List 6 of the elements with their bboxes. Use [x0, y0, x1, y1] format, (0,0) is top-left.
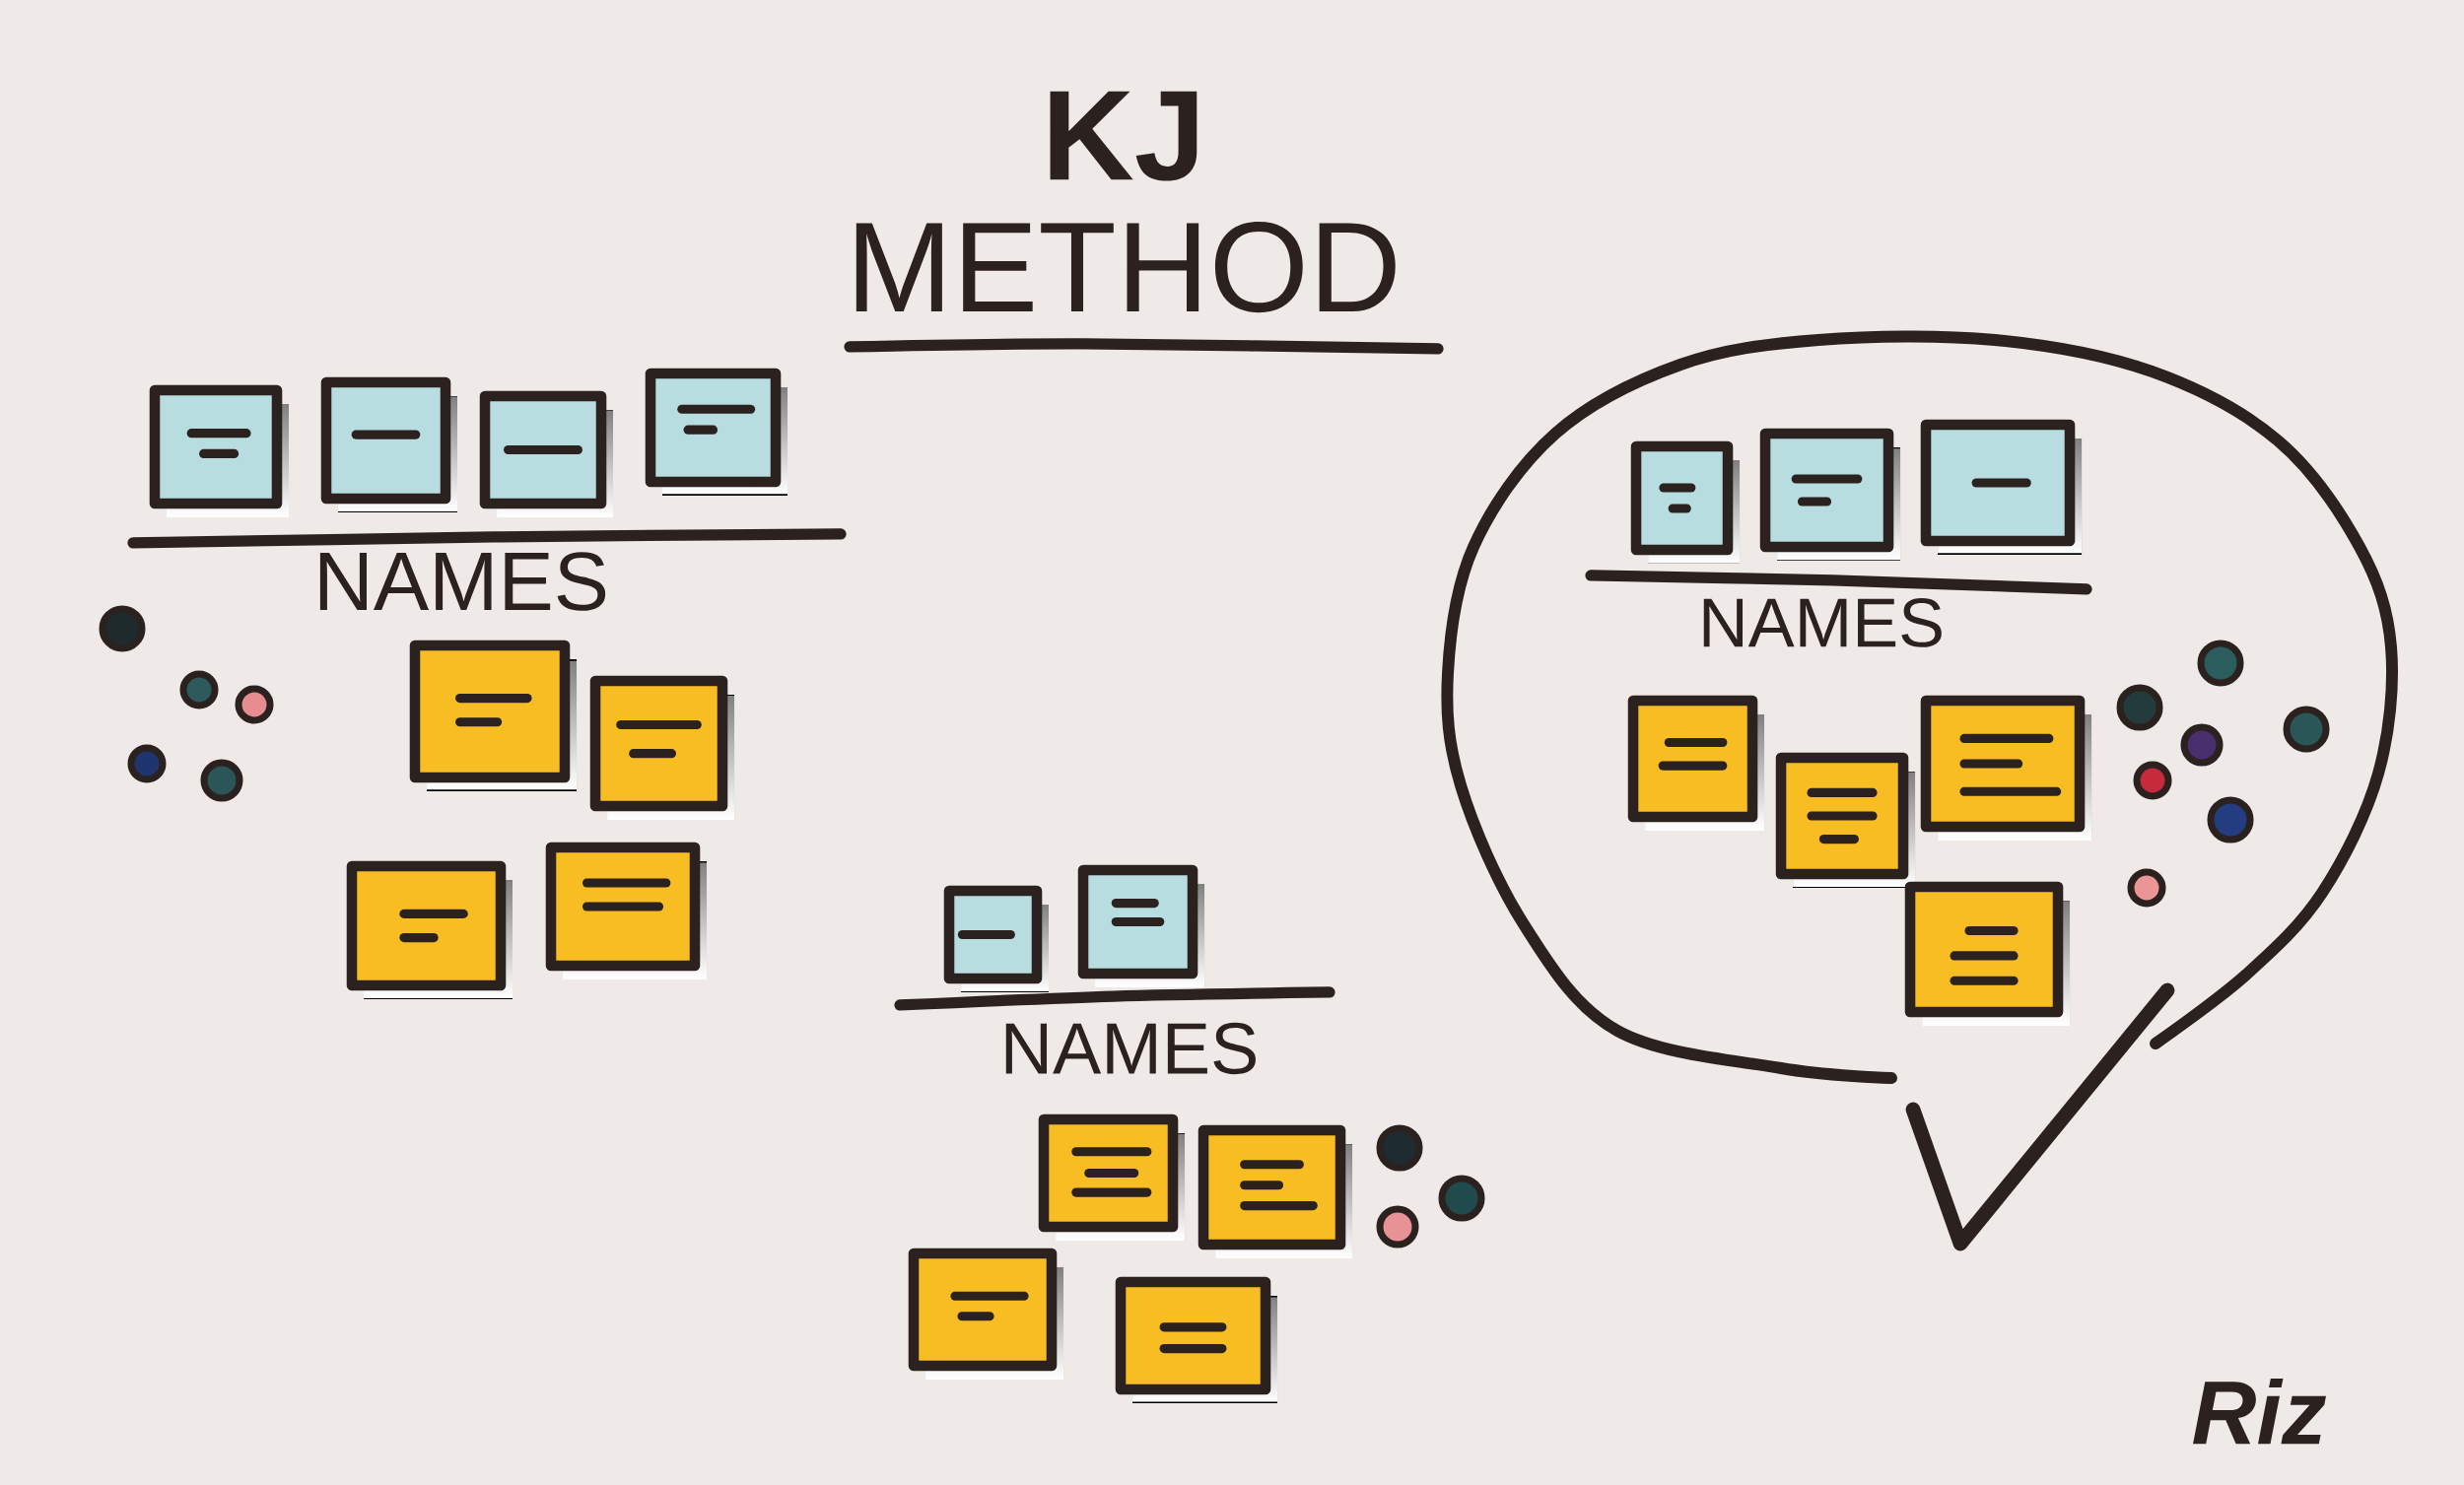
group-heading: NAMES — [1005, 1022, 1256, 1075]
speech-bubble — [1441, 330, 2398, 1084]
signature: Riz — [2193, 1378, 2326, 1445]
group-heading: NAMES — [319, 552, 606, 611]
title: KJ METHOD — [856, 91, 1396, 313]
group-heading: NAMES — [1703, 598, 1942, 647]
